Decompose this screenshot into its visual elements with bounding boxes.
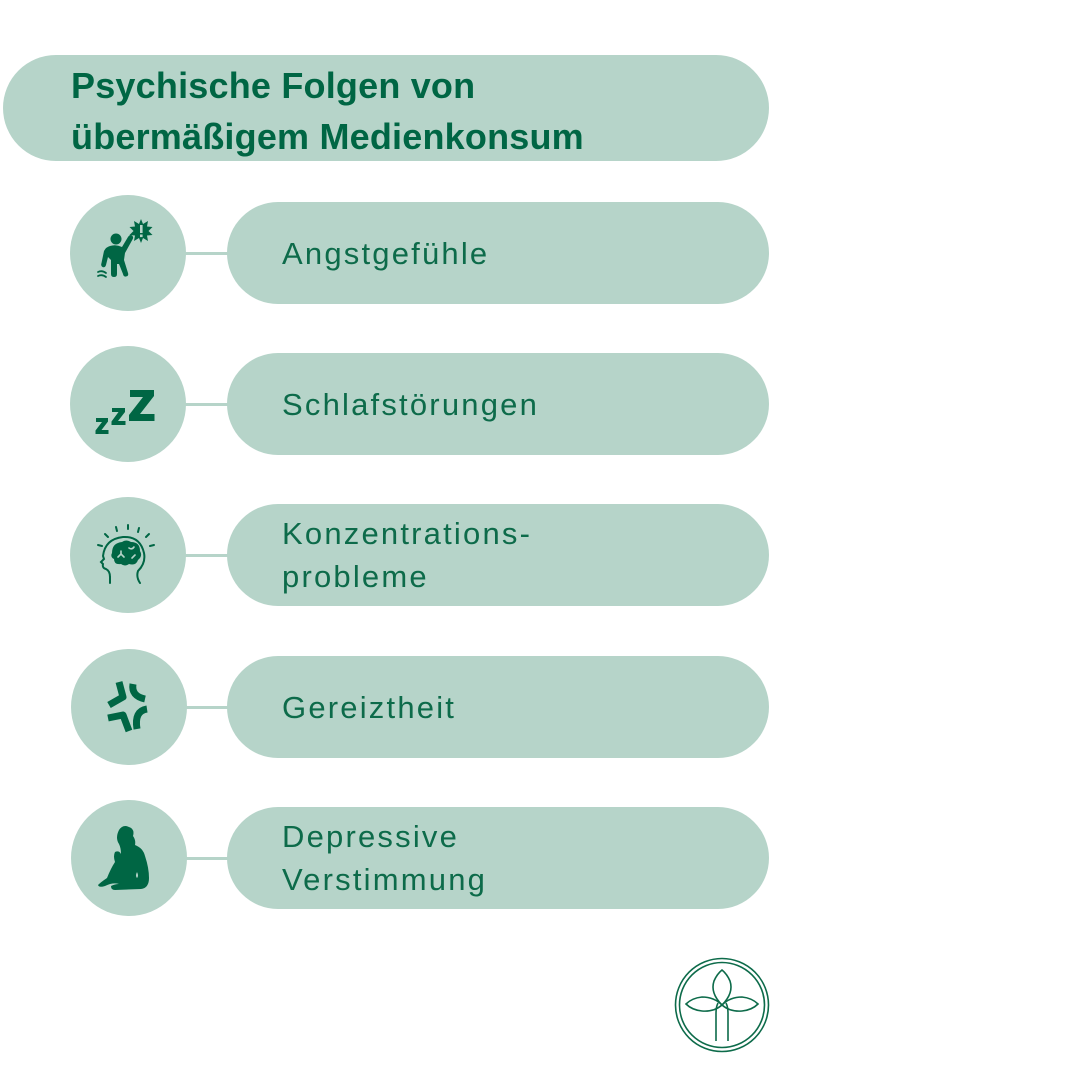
connector-line	[184, 857, 230, 860]
item-label-line-1: Schlafstörungen	[282, 386, 540, 422]
title-banner: Psychische Folgen von übermäßigem Medien…	[3, 55, 769, 161]
title-line-2: übermäßigem Medienkonsum	[71, 116, 584, 157]
sleep-zzz-icon	[95, 390, 155, 434]
connector-line	[184, 706, 230, 709]
anger-symbol-icon	[107, 681, 148, 733]
item-label-line-2: Verstimmung	[282, 862, 488, 897]
item-label-pill: Angstgefühle	[227, 202, 769, 304]
list-item-schlafstoerungen: Schlafstörungen	[0, 346, 780, 462]
sad-sitting-woman-icon	[98, 826, 149, 890]
icon-badge	[71, 800, 187, 916]
item-label-pill: Gereiztheit	[227, 656, 769, 758]
icon-badge	[70, 346, 186, 462]
icon-badge	[71, 649, 187, 765]
head-brain-icon	[97, 524, 155, 584]
anxious-person-icon	[97, 219, 153, 278]
three-leaf-circle-logo-icon	[674, 957, 770, 1053]
item-label-pill: Depressive Verstimmung	[227, 807, 769, 909]
item-label-line-1: Depressive	[282, 819, 460, 854]
item-label-line-1: Angstgefühle	[282, 235, 490, 271]
icon-badge	[70, 195, 186, 311]
list-item-depressive-verstimmung: Depressive Verstimmung	[0, 800, 780, 916]
connector-line	[184, 403, 230, 406]
item-label-pill: Schlafstörungen	[227, 353, 769, 455]
item-label-line-1: Gereiztheit	[282, 689, 457, 725]
list-item-gereiztheit: Gereiztheit	[0, 649, 780, 765]
title-line-1: Psychische Folgen von	[71, 65, 476, 106]
item-label-pill: Konzentrations- probleme	[227, 504, 769, 606]
connector-line	[184, 554, 230, 557]
list-item-angstgefuehle: Angstgefühle	[0, 195, 780, 311]
item-label-line-1: Konzentrations-	[282, 516, 533, 551]
list-item-konzentrationsprobleme: Konzentrations- probleme	[0, 497, 780, 613]
item-label-line-2: probleme	[282, 559, 429, 594]
icon-badge	[70, 497, 186, 613]
connector-line	[184, 252, 230, 255]
